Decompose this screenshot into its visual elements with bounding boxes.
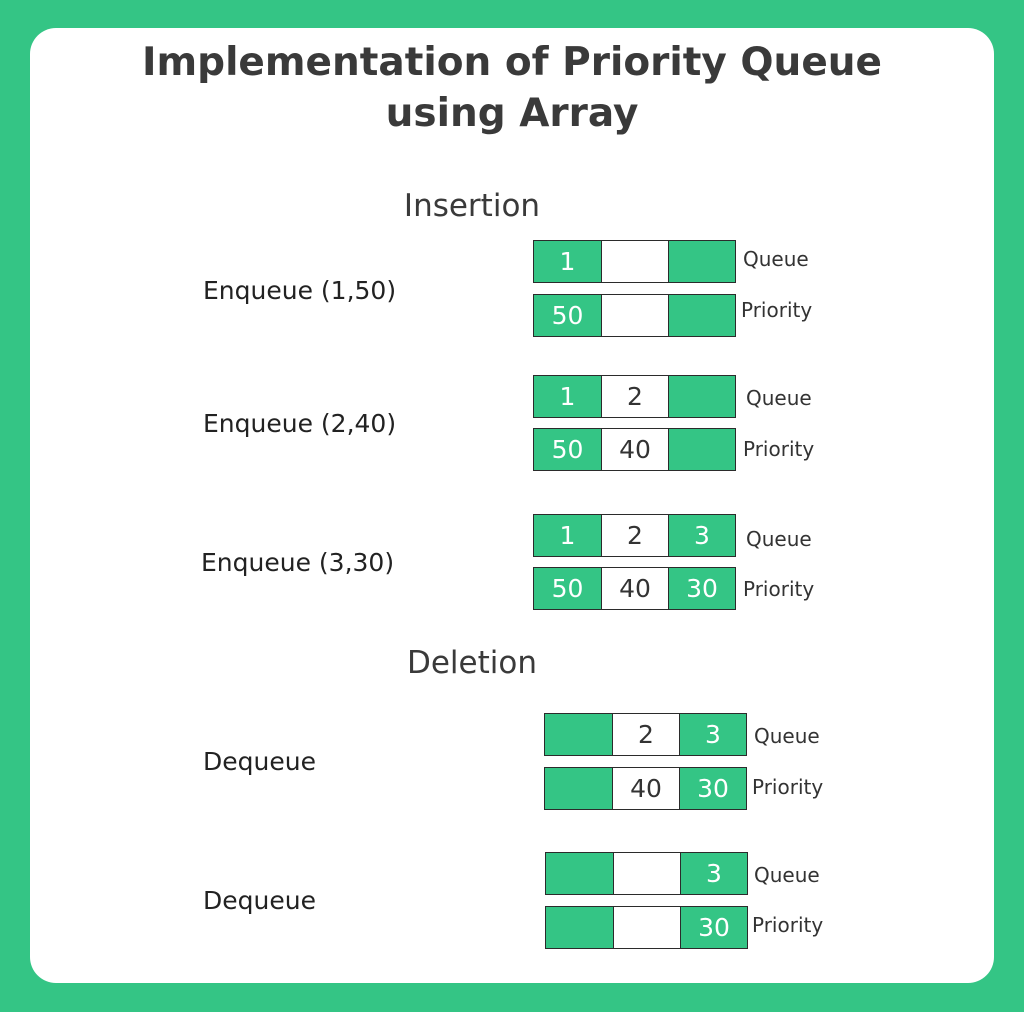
step-4-priority-cell-2: 40 bbox=[612, 768, 679, 809]
step-1-operation: Enqueue (1,50) bbox=[203, 276, 397, 305]
diagram-card bbox=[30, 28, 994, 983]
section-insertion: Insertion bbox=[403, 188, 541, 224]
step-4-queue-cell-2: 2 bbox=[612, 714, 679, 755]
diagram-title-line2: using Array bbox=[385, 91, 639, 136]
step-3-queue-cell-1: 1 bbox=[534, 515, 601, 556]
step-3-priority-cell-1: 50 bbox=[534, 568, 601, 609]
step-1-queue-label: Queue bbox=[743, 247, 809, 271]
step-2-priority-label: Priority bbox=[743, 437, 815, 461]
step-4-queue-array: 2 3 bbox=[544, 713, 747, 756]
step-5-priority-cell-3: 30 bbox=[680, 907, 747, 948]
step-2-priority-cell-3 bbox=[668, 429, 735, 470]
step-5-priority-cell-2 bbox=[613, 907, 680, 948]
step-1-priority-label: Priority bbox=[741, 298, 813, 322]
step-3-priority-array: 50 40 30 bbox=[533, 567, 736, 610]
step-3-queue-cell-2: 2 bbox=[601, 515, 668, 556]
step-5-operation: Dequeue bbox=[203, 886, 316, 915]
step-2-priority-cell-2: 40 bbox=[601, 429, 668, 470]
step-2-operation: Enqueue (2,40) bbox=[203, 409, 397, 438]
step-1-priority-array: 50 bbox=[533, 294, 736, 337]
step-4-priority-cell-1 bbox=[545, 768, 612, 809]
step-4-queue-cell-3: 3 bbox=[679, 714, 746, 755]
step-2-queue-array: 1 2 bbox=[533, 375, 736, 418]
step-4-priority-array: 40 30 bbox=[544, 767, 747, 810]
step-5-queue-cell-3: 3 bbox=[680, 853, 747, 894]
step-5-queue-cell-1 bbox=[546, 853, 613, 894]
step-3-priority-label: Priority bbox=[743, 577, 815, 601]
diagram-title-line1: Implementation of Priority Queue bbox=[142, 40, 882, 85]
step-1-queue-cell-2 bbox=[601, 241, 668, 282]
step-1-queue-cell-3 bbox=[668, 241, 735, 282]
step-5-queue-cell-2 bbox=[613, 853, 680, 894]
step-4-queue-cell-1 bbox=[545, 714, 612, 755]
section-deletion: Deletion bbox=[406, 645, 537, 681]
step-2-queue-label: Queue bbox=[746, 386, 812, 410]
step-3-operation: Enqueue (3,30) bbox=[201, 548, 395, 577]
step-5-queue-label: Queue bbox=[754, 863, 820, 887]
step-2-queue-cell-3 bbox=[668, 376, 735, 417]
step-3-priority-cell-2: 40 bbox=[601, 568, 668, 609]
step-2-queue-cell-2: 2 bbox=[601, 376, 668, 417]
step-4-priority-cell-3: 30 bbox=[679, 768, 746, 809]
step-4-operation: Dequeue bbox=[203, 747, 316, 776]
step-4-queue-label: Queue bbox=[754, 724, 820, 748]
step-4-priority-label: Priority bbox=[752, 775, 824, 799]
step-3-priority-cell-3: 30 bbox=[668, 568, 735, 609]
step-2-priority-cell-1: 50 bbox=[534, 429, 601, 470]
step-1-priority-cell-3 bbox=[668, 295, 735, 336]
step-2-queue-cell-1: 1 bbox=[534, 376, 601, 417]
step-1-priority-cell-1: 50 bbox=[534, 295, 601, 336]
step-2-priority-array: 50 40 bbox=[533, 428, 736, 471]
step-5-priority-array: 30 bbox=[545, 906, 748, 949]
step-1-priority-cell-2 bbox=[601, 295, 668, 336]
step-5-priority-cell-1 bbox=[546, 907, 613, 948]
step-1-queue-cell-1: 1 bbox=[534, 241, 601, 282]
step-3-queue-label: Queue bbox=[746, 527, 812, 551]
step-5-queue-array: 3 bbox=[545, 852, 748, 895]
step-1-queue-array: 1 bbox=[533, 240, 736, 283]
step-3-queue-cell-3: 3 bbox=[668, 515, 735, 556]
step-3-queue-array: 1 2 3 bbox=[533, 514, 736, 557]
step-5-priority-label: Priority bbox=[752, 913, 824, 937]
